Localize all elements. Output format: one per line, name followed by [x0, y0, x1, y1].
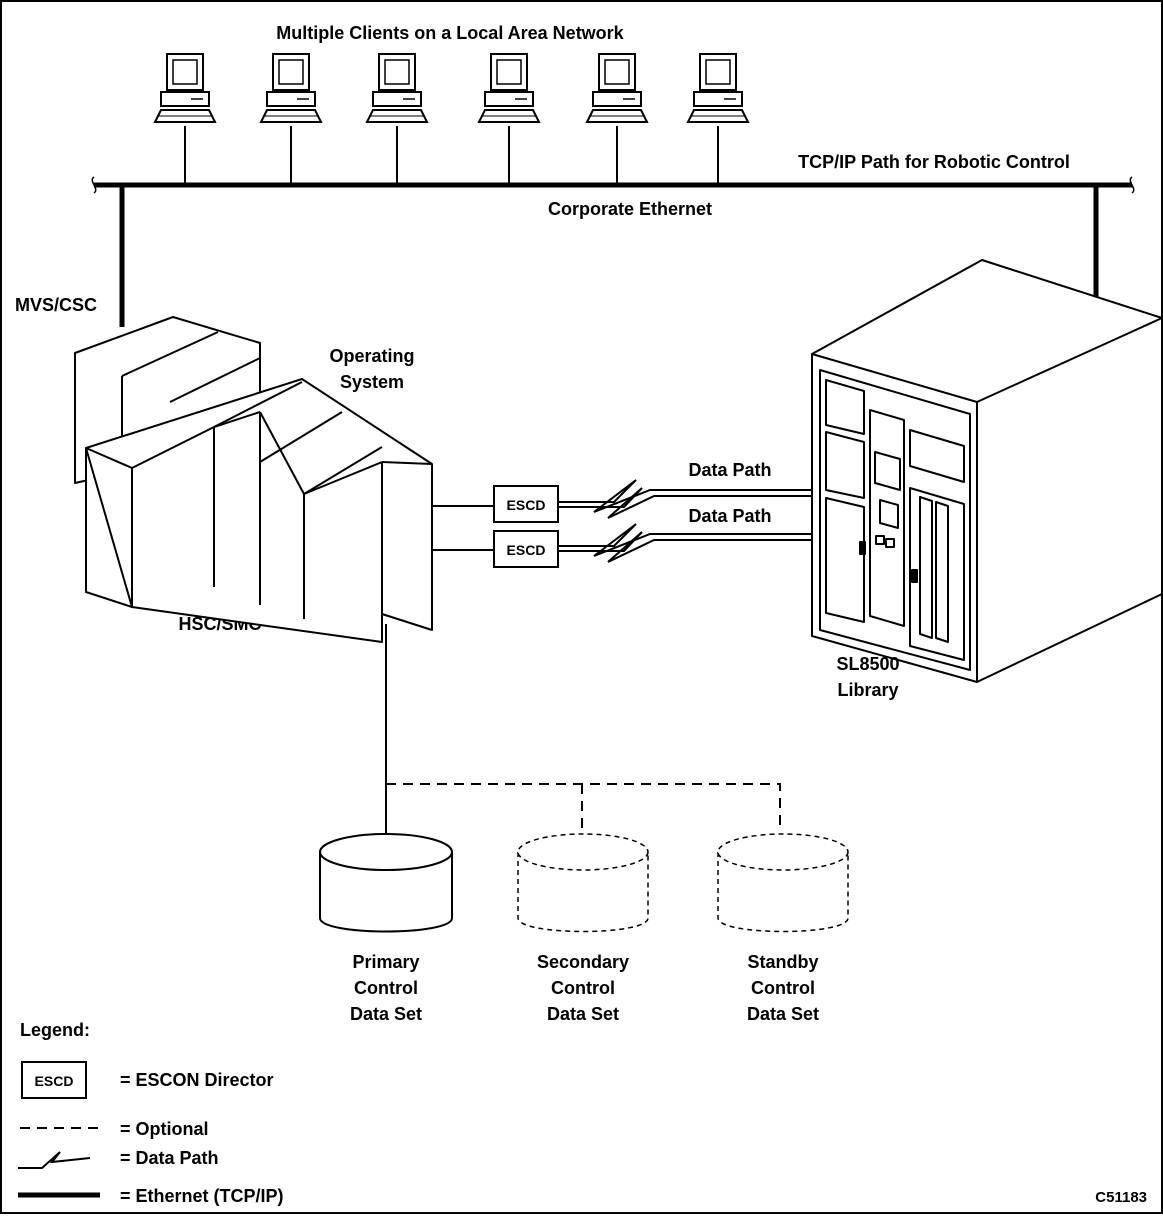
escd-box: ESCD: [494, 486, 558, 522]
data-path-line: [558, 480, 814, 562]
legend-escd-box-label: ESCD: [35, 1073, 74, 1089]
mvs-csc-label: MVS/CSC: [15, 295, 97, 315]
svg-text:Standby: Standby: [747, 952, 818, 972]
secondary-data-set-label: Secondary Control Data Set: [537, 952, 629, 1024]
escd-box: ESCD: [494, 531, 558, 567]
legend-data-path-line: [18, 1152, 90, 1168]
data-path-label: Data Path: [688, 506, 771, 526]
svg-text:Control: Control: [551, 978, 615, 998]
svg-text:Data Set: Data Set: [547, 1004, 619, 1024]
figure-id: C51183: [1095, 1189, 1147, 1206]
client-computer-icon: [479, 54, 539, 122]
legend-data-path-text: = Data Path: [120, 1148, 219, 1168]
legend-escd-text: = ESCON Director: [120, 1070, 274, 1090]
client-computers: [155, 54, 748, 185]
svg-text:Control: Control: [751, 978, 815, 998]
operating-system-label: Operating: [329, 346, 414, 366]
svg-text:Primary: Primary: [352, 952, 419, 972]
client-computer-icon: [688, 54, 748, 122]
svg-text:Control: Control: [354, 978, 418, 998]
tcpip-path-label: TCP/IP Path for Robotic Control: [798, 152, 1070, 172]
standby-data-set-label: Standby Control Data Set: [747, 952, 819, 1024]
escd-label: ESCD: [507, 542, 546, 558]
client-computer-icon: [155, 54, 215, 122]
legend-title: Legend:: [20, 1020, 90, 1040]
primary-data-set-label: Primary Control Data Set: [350, 952, 422, 1024]
diagram-title: Multiple Clients on a Local Area Network: [276, 23, 624, 43]
secondary-data-set-cylinder: [518, 834, 648, 932]
escd-label: ESCD: [507, 497, 546, 513]
legend-optional-text: = Optional: [120, 1119, 209, 1139]
operating-system-label: System: [340, 372, 404, 392]
corporate-ethernet-label: Corporate Ethernet: [548, 199, 712, 219]
svg-text:Secondary: Secondary: [537, 952, 629, 972]
primary-data-set-cylinder: [320, 834, 452, 932]
library-label: SL8500: [836, 654, 899, 674]
data-path-label: Data Path: [688, 460, 771, 480]
svg-text:Data Set: Data Set: [747, 1004, 819, 1024]
client-computer-icon: [261, 54, 321, 122]
svg-text:Data Set: Data Set: [350, 1004, 422, 1024]
client-computer-icon: [587, 54, 647, 122]
legend-ethernet-text: = Ethernet (TCP/IP): [120, 1186, 284, 1206]
standby-data-set-cylinder: [718, 834, 848, 932]
legend: Legend: ESCD = ESCON Director = Optional…: [18, 1020, 284, 1206]
optional-connection-line: [386, 784, 780, 830]
sl8500-library: [812, 260, 1162, 682]
library-label: Library: [837, 680, 898, 700]
client-computer-icon: [367, 54, 427, 122]
